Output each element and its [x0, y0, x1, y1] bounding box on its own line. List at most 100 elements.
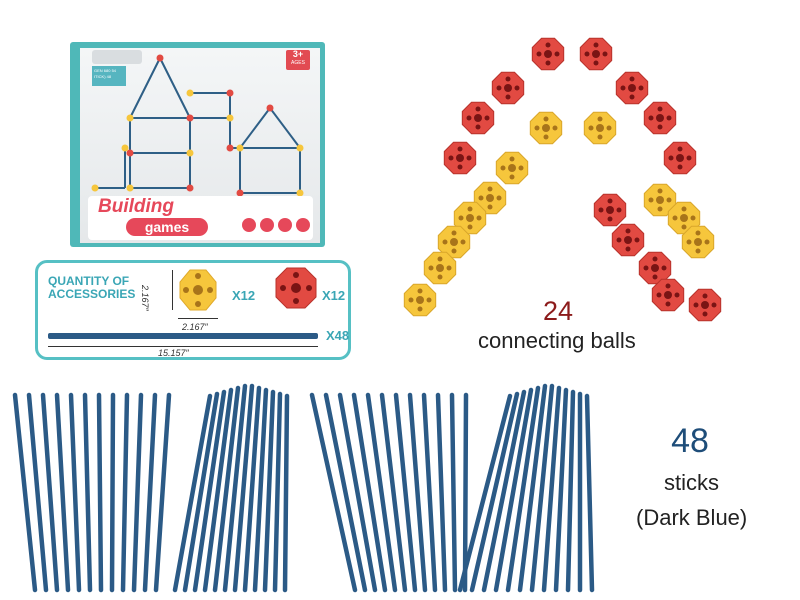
stick [469, 391, 520, 593]
stick [481, 389, 527, 593]
stick [109, 392, 116, 593]
stick [262, 389, 276, 593]
red-ball [638, 251, 672, 285]
ball-height-dimension-line [172, 270, 173, 310]
red-ball [651, 278, 685, 312]
check-icon [296, 218, 310, 232]
red-ball-icon [275, 267, 317, 309]
stick [462, 392, 469, 593]
stick [337, 392, 378, 593]
yellow-ball [583, 111, 617, 145]
brand-logo [92, 50, 142, 64]
balls-label: connecting balls [478, 328, 636, 353]
age-badge: 3+ AGES [286, 50, 310, 70]
sticks-count: 48 [671, 422, 709, 460]
stick [142, 392, 158, 593]
yellow-ball [529, 111, 563, 145]
stick [541, 385, 562, 593]
yellow-ball-quantity: X12 [232, 288, 256, 303]
accessories-panel [35, 260, 351, 360]
box-logo-word-2: games [126, 218, 208, 236]
box-info-line: GEN 680 54 [94, 68, 117, 73]
stick [407, 392, 428, 593]
red-ball [531, 37, 565, 71]
age-value: 3+ [292, 49, 304, 59]
box-info-label: GEN 680 54 ITICK) 48 [92, 66, 126, 86]
stick [54, 392, 71, 593]
box-logo-word-1: Building [98, 196, 174, 217]
feature-icon [260, 218, 274, 232]
stick [323, 392, 368, 593]
stick [68, 392, 82, 593]
stick [351, 392, 388, 593]
stick [393, 392, 418, 593]
red-ball [491, 71, 525, 105]
stick [553, 387, 569, 593]
balls-arch [403, 37, 722, 322]
red-ball [663, 141, 697, 175]
stick [449, 392, 458, 593]
accessories-title-line-2: ACCESSORIES [48, 287, 136, 301]
yellow-ball [495, 151, 529, 185]
stick [584, 393, 595, 593]
stick-length-dimension-line [48, 346, 318, 347]
red-ball [611, 223, 645, 257]
yellow-ball [403, 283, 437, 317]
stick [212, 385, 241, 593]
fort-illustration [91, 54, 304, 197]
stick [517, 383, 548, 593]
age-sub: AGES [291, 60, 305, 66]
stick [379, 392, 408, 593]
balls-count: 24 [543, 296, 574, 326]
ball-height-label: 2.167″ [140, 285, 150, 311]
stick-length-label: 15.157″ [158, 348, 189, 358]
stick [192, 389, 227, 593]
stick [96, 392, 104, 593]
stick [282, 393, 290, 593]
stick [565, 389, 576, 593]
yellow-ball [681, 225, 715, 259]
stick [309, 392, 358, 593]
stick [435, 392, 448, 593]
stick [421, 392, 438, 593]
stick [82, 392, 93, 593]
stick [12, 392, 38, 593]
stick [365, 392, 398, 593]
stick [202, 387, 234, 593]
stick [272, 391, 283, 593]
red-ball [461, 101, 495, 135]
feature-icon [278, 218, 292, 232]
sticks-color-label: (Dark Blue) [636, 505, 748, 530]
stick [131, 392, 144, 593]
yellow-ball [473, 181, 507, 215]
stick-quantity: X48 [326, 328, 350, 343]
box-info-line: ITICK) 48 [94, 74, 112, 79]
stick [40, 392, 60, 593]
red-ball [579, 37, 613, 71]
stick [172, 393, 213, 593]
yellow-ball [643, 183, 677, 217]
stick [26, 392, 49, 593]
stick [182, 391, 220, 593]
yellow-ball-icon [179, 269, 217, 311]
feature-icon [242, 218, 256, 232]
accessories-title-line-1: QUANTITY OF [48, 274, 130, 288]
stick [153, 392, 172, 593]
ball-width-label: 2.167″ [182, 322, 208, 332]
stick [232, 383, 255, 593]
red-ball-quantity: X12 [322, 288, 346, 303]
red-ball [615, 71, 649, 105]
ball-width-dimension-line [178, 318, 218, 319]
yellow-ball [437, 225, 471, 259]
yellow-ball [453, 201, 487, 235]
red-ball [643, 101, 677, 135]
sticks-fans [12, 383, 595, 593]
red-ball [443, 141, 477, 175]
yellow-ball [423, 251, 457, 285]
stick-sample [48, 333, 318, 339]
stick [120, 392, 130, 593]
stick [242, 385, 262, 593]
red-ball [593, 193, 627, 227]
stick [529, 383, 555, 593]
red-ball [688, 288, 722, 322]
